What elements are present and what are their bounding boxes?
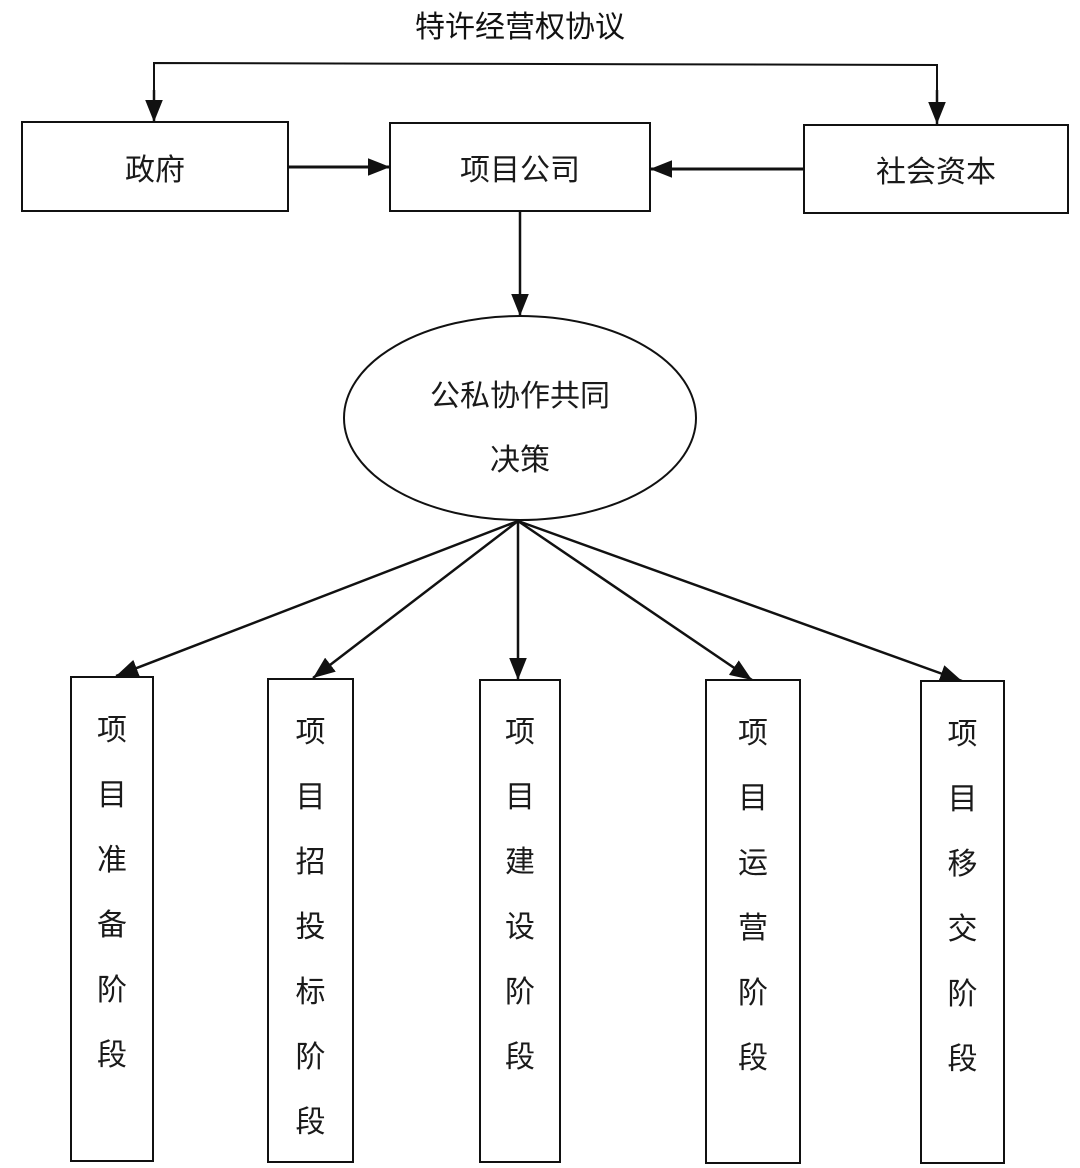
stage-char: 阶 bbox=[97, 973, 127, 1008]
stage-label-construction: 项 目 建 设 阶 段 bbox=[480, 700, 560, 1090]
stage-char: 交 bbox=[947, 912, 978, 947]
stage-char: 段 bbox=[947, 1042, 978, 1077]
stage-char: 项 bbox=[97, 713, 127, 748]
stage-label-transfer: 项 目 移 交 阶 段 bbox=[921, 702, 1004, 1092]
stage-label-operation: 项 目 运 营 阶 段 bbox=[706, 701, 800, 1091]
stage-box-bidding bbox=[267, 678, 354, 1163]
arrow-to-stage-preparation bbox=[115, 519, 519, 678]
stage-char: 招 bbox=[295, 845, 326, 880]
stage-char: 阶 bbox=[947, 977, 978, 1012]
arrow-to-stage-transfer bbox=[517, 519, 963, 683]
stage-char: 阶 bbox=[738, 976, 768, 1011]
stage-label-preparation: 项 目 准 备 阶 段 bbox=[71, 698, 153, 1088]
stage-char: 目 bbox=[295, 780, 326, 815]
stage-char: 目 bbox=[97, 778, 127, 813]
stage-char: 移 bbox=[947, 847, 978, 882]
social-capital-box bbox=[803, 124, 1069, 214]
government-label: 政府 bbox=[125, 152, 185, 188]
arrow-to-stage-operation bbox=[517, 519, 753, 682]
arrow-to-stage-bidding bbox=[312, 520, 519, 679]
stage-box-transfer bbox=[920, 680, 1005, 1164]
stage-char: 标 bbox=[295, 975, 326, 1010]
stage-box-preparation bbox=[70, 676, 154, 1162]
stage-char: 项 bbox=[738, 716, 768, 751]
decision-label-line-2: 决策 bbox=[490, 443, 550, 478]
stage-char: 项 bbox=[505, 715, 535, 750]
stage-box-operation bbox=[705, 679, 801, 1164]
stage-char: 目 bbox=[947, 782, 978, 817]
stage-char: 段 bbox=[295, 1105, 326, 1140]
stage-char: 设 bbox=[505, 910, 535, 945]
stage-char: 阶 bbox=[505, 975, 535, 1010]
stage-char: 营 bbox=[738, 911, 768, 946]
stage-char: 目 bbox=[738, 781, 768, 816]
project-company-box bbox=[389, 122, 651, 212]
social-capital-label: 社会资本 bbox=[876, 155, 996, 190]
project-company-label: 项目公司 bbox=[460, 153, 580, 188]
stage-char: 阶 bbox=[295, 1040, 326, 1075]
stage-char: 运 bbox=[738, 846, 768, 881]
stage-label-bidding: 项 目 招 投 标 阶 段 bbox=[268, 700, 353, 1155]
stage-char: 备 bbox=[97, 908, 127, 943]
stage-char: 建 bbox=[505, 845, 535, 880]
stage-char: 段 bbox=[505, 1040, 535, 1075]
decision-ellipse bbox=[343, 315, 697, 521]
stage-char: 投 bbox=[295, 910, 326, 945]
decision-label: 公私协作共同 决策 bbox=[380, 365, 660, 493]
stage-char: 准 bbox=[97, 843, 127, 878]
stage-box-construction bbox=[479, 679, 561, 1163]
stage-char: 项 bbox=[295, 715, 326, 750]
stage-char: 段 bbox=[97, 1038, 127, 1073]
stage-char: 目 bbox=[505, 780, 535, 815]
agreement-label: 特许经营权协议 bbox=[415, 10, 625, 45]
stage-char: 段 bbox=[738, 1041, 768, 1076]
government-box bbox=[21, 121, 289, 212]
agreement-connector bbox=[153, 61, 938, 122]
stage-char: 项 bbox=[947, 717, 978, 752]
decision-label-line-1: 公私协作共同 bbox=[430, 379, 610, 414]
